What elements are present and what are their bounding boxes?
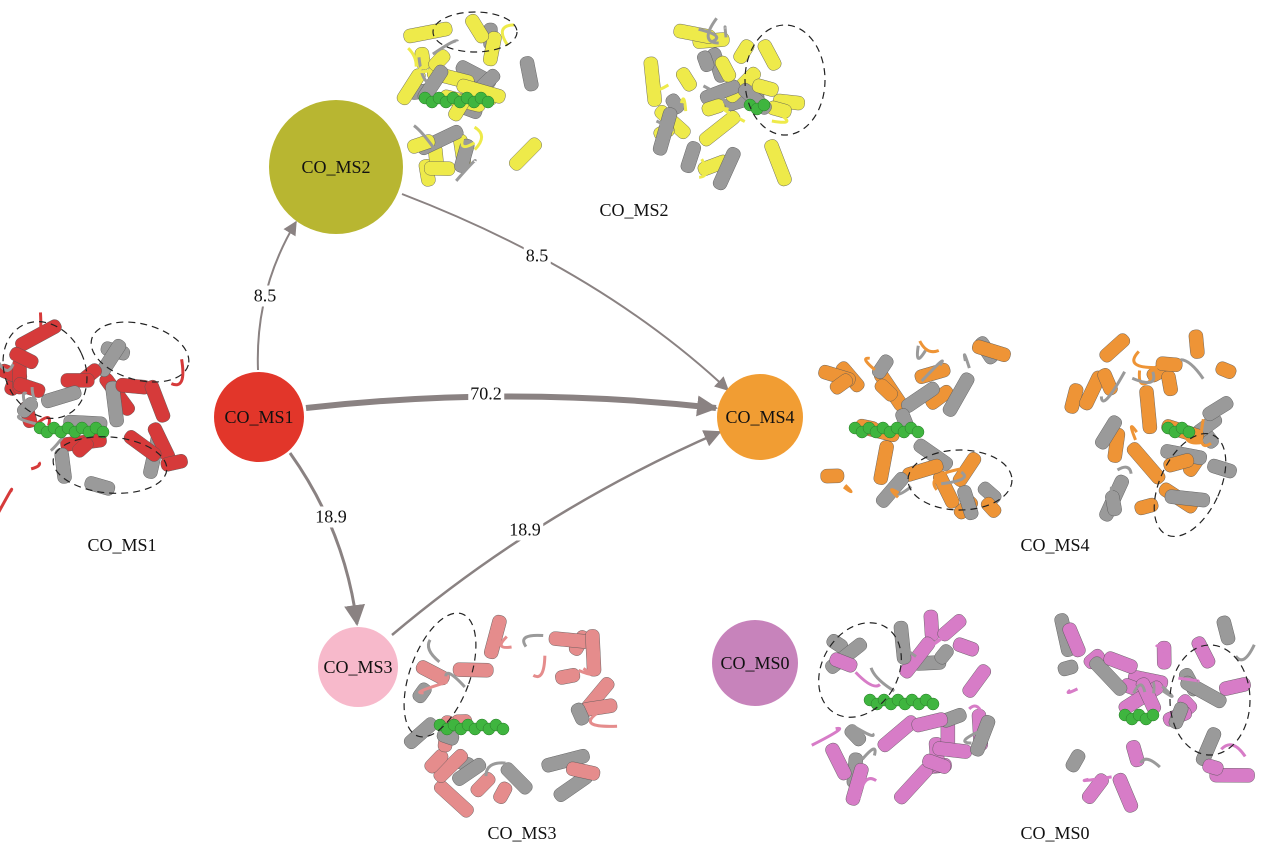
structure-ms2-a	[396, 11, 542, 187]
structure-ms1	[0, 312, 190, 513]
highlight-region	[818, 622, 902, 718]
highlight-region	[744, 24, 826, 136]
highlight-region	[52, 436, 168, 494]
ligand	[1118, 708, 1160, 726]
node-co-ms0: CO_MS0	[712, 620, 798, 706]
ligand	[33, 421, 110, 439]
structure-caption-ms4: CO_MS4	[1020, 535, 1090, 555]
edge-ms3-ms4	[391, 430, 722, 636]
edge-label-ms1-ms3: 18.9	[313, 506, 349, 528]
structure-ms4-a	[818, 336, 1013, 521]
highlight-region	[432, 11, 518, 53]
structure-caption-ms0: CO_MS0	[1020, 823, 1090, 843]
node-co-ms1: CO_MS1	[214, 372, 304, 462]
node-co-ms2: CO_MS2	[269, 100, 403, 234]
structure-caption-ms3: CO_MS3	[487, 823, 557, 843]
highlight-region	[90, 321, 190, 383]
ligand	[433, 718, 510, 736]
edge-label-ms2-ms4: 8.5	[523, 245, 551, 267]
structure-ms4-b	[1064, 329, 1237, 538]
ligand	[863, 693, 940, 711]
ligand	[743, 98, 771, 116]
structure-ms0-b	[1054, 613, 1256, 813]
edge-label-ms1-ms2: 8.5	[251, 285, 279, 307]
ligand	[418, 91, 495, 109]
edge-ms1-ms4	[305, 393, 719, 417]
structure-ms0-a	[811, 609, 996, 806]
edge-label-ms1-ms4: 70.2	[468, 383, 504, 405]
highlight-region	[2, 321, 88, 419]
structure-ms3	[403, 612, 618, 818]
edge-ms2-ms4	[401, 193, 730, 391]
structure-caption-ms2: CO_MS2	[599, 200, 669, 220]
highlight-region	[1169, 644, 1251, 756]
node-co-ms3: CO_MS3	[318, 627, 398, 707]
ligand	[848, 421, 925, 439]
edge-label-ms3-ms4: 18.9	[507, 519, 543, 541]
ligand	[1161, 421, 1196, 439]
highlight-region	[907, 449, 1013, 511]
node-co-ms4: CO_MS4	[717, 374, 803, 460]
highlight-region	[403, 612, 477, 738]
structure-caption-ms1: CO_MS1	[87, 535, 157, 555]
edge-ms1-ms3	[288, 452, 366, 627]
highlight-region	[1153, 432, 1227, 538]
structure-ms2-b	[643, 17, 826, 191]
